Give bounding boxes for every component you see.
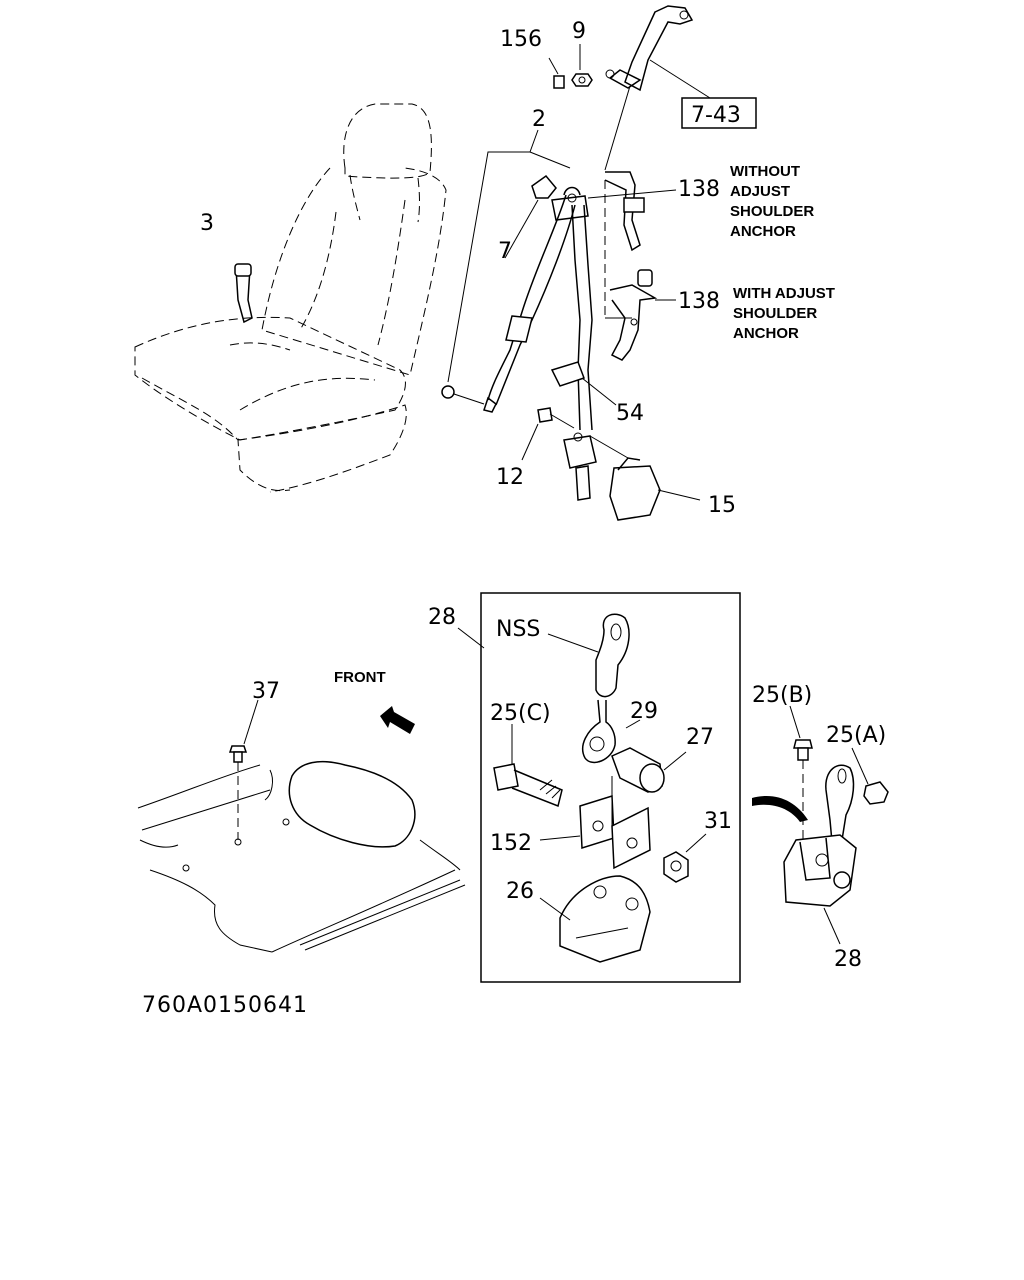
callout-9: 9 <box>572 19 586 44</box>
assembled-view <box>752 705 889 945</box>
front-label: FRONT <box>334 669 386 686</box>
reference-7-43: 7-43 <box>691 103 741 128</box>
callout-7: 7 <box>498 239 512 264</box>
note-without-line-4: ANCHOR <box>730 223 796 240</box>
reference-box-7-43: 7-43 <box>681 97 757 129</box>
note-with-line-3: ANCHOR <box>733 325 799 342</box>
detail-box <box>457 592 741 983</box>
note-with-adjust: WITH ADJUST SHOULDER ANCHOR <box>733 285 835 342</box>
callout-156: 156 <box>500 27 542 52</box>
note-without-line-2: ADJUST <box>730 183 790 200</box>
callout-25c: 25(C) <box>490 701 551 726</box>
callout-25a: 25(A) <box>826 723 886 748</box>
callout-138-upper: 138 <box>678 177 720 202</box>
callout-28-assembled: 28 <box>834 947 862 972</box>
callout-12: 12 <box>496 465 524 490</box>
note-without-line-1: WITHOUT <box>730 163 800 180</box>
callout-2: 2 <box>532 107 546 132</box>
seat-belt-illustration <box>441 5 711 521</box>
note-without-line-3: SHOULDER <box>730 203 814 220</box>
callout-138-lower: 138 <box>678 289 720 314</box>
callout-nss: NSS <box>496 617 540 642</box>
note-with-line-1: WITH ADJUST <box>733 285 835 302</box>
seat-illustration <box>134 103 447 493</box>
callout-28: 28 <box>428 605 456 630</box>
callout-27: 27 <box>686 725 714 750</box>
callout-37: 37 <box>252 679 280 704</box>
drawing-code: 760A0150641 <box>142 993 308 1018</box>
floor-illustration <box>137 699 466 953</box>
callout-152: 152 <box>490 831 532 856</box>
callout-15: 15 <box>708 493 736 518</box>
callout-54: 54 <box>616 401 644 426</box>
callout-29: 29 <box>630 699 658 724</box>
note-without-adjust: WITHOUT ADJUST SHOULDER ANCHOR <box>730 163 814 240</box>
callout-3: 3 <box>200 211 214 236</box>
note-with-line-2: SHOULDER <box>733 305 817 322</box>
callout-25b: 25(B) <box>752 683 812 708</box>
callout-31: 31 <box>704 809 732 834</box>
callout-26: 26 <box>506 879 534 904</box>
